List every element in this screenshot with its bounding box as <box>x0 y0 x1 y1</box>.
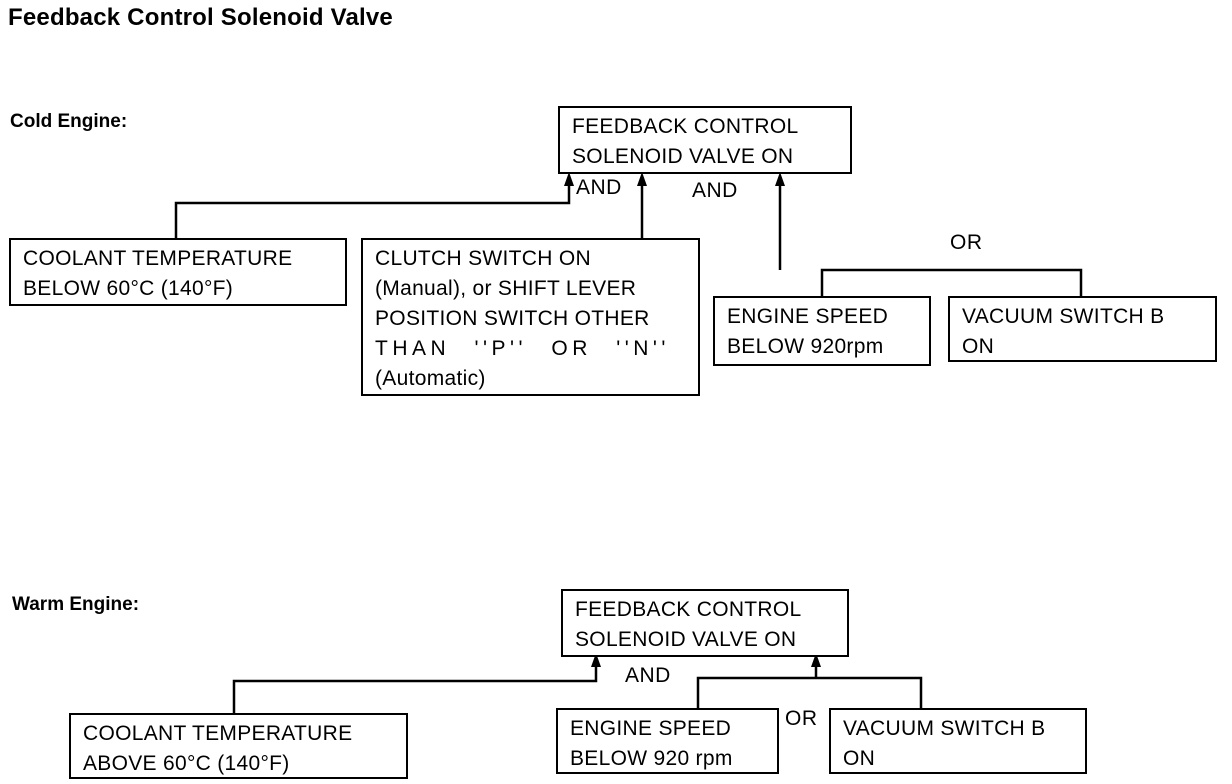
cold-engine-label: Cold Engine: <box>10 111 128 132</box>
cold-engine-speed-box: ENGINE SPEED BELOW 920rpm <box>713 296 931 366</box>
cold-coolant-line-2: BELOW 60°C (140°F) <box>23 277 234 300</box>
cold-clutch-line-4: THAN ''P'' OR ''N'' <box>375 337 670 360</box>
warm-engine-speed-line-1: ENGINE SPEED <box>570 717 732 740</box>
cold-target-line-2: SOLENOID VALVE ON <box>572 145 794 168</box>
cold-vacuum-line-2: ON <box>962 335 995 358</box>
warm-vacuum-box: VACUUM SWITCH B ON <box>829 708 1087 774</box>
cold-coolant-line-1: COOLANT TEMPERATURE <box>23 247 293 270</box>
warm-and-label: AND <box>625 664 671 687</box>
warm-engine-speed-box: ENGINE SPEED BELOW 920 rpm <box>556 708 779 774</box>
warm-or-label: OR <box>785 707 818 730</box>
warm-target-box: FEEDBACK CONTROL SOLENOID VALVE ON <box>561 589 849 657</box>
cold-target-line-1: FEEDBACK CONTROL <box>572 115 799 138</box>
cold-vacuum-box: VACUUM SWITCH B ON <box>948 296 1217 362</box>
warm-coolant-line-2: ABOVE 60°C (140°F) <box>83 752 290 775</box>
warm-target-line-2: SOLENOID VALVE ON <box>575 628 797 651</box>
cold-engine-speed-line-1: ENGINE SPEED <box>727 305 889 328</box>
warm-engine-speed-line-2: BELOW 920 rpm <box>570 747 733 770</box>
cold-coolant-box: COOLANT TEMPERATURE BELOW 60°C (140°F) <box>9 238 347 306</box>
cold-clutch-line-3: POSITION SWITCH OTHER <box>375 307 650 330</box>
warm-target-line-1: FEEDBACK CONTROL <box>575 598 802 621</box>
warm-vacuum-line-2: ON <box>843 747 876 770</box>
cold-and-label-1: AND <box>576 176 622 199</box>
cold-or-label: OR <box>950 231 983 254</box>
warm-vacuum-line-1: VACUUM SWITCH B <box>843 717 1046 740</box>
warm-coolant-box: COOLANT TEMPERATURE ABOVE 60°C (140°F) <box>69 713 408 779</box>
cold-target-box: FEEDBACK CONTROL SOLENOID VALVE ON <box>558 106 852 174</box>
cold-clutch-box: CLUTCH SWITCH ON (Manual), or SHIFT LEVE… <box>361 238 700 396</box>
cold-engine-speed-line-2: BELOW 920rpm <box>727 335 884 358</box>
cold-and-label-2: AND <box>692 179 738 202</box>
warm-coolant-line-1: COOLANT TEMPERATURE <box>83 722 353 745</box>
cold-clutch-line-2: (Manual), or SHIFT LEVER <box>375 277 637 300</box>
cold-clutch-line-5: (Automatic) <box>375 367 486 390</box>
cold-vacuum-line-1: VACUUM SWITCH B <box>962 305 1165 328</box>
warm-engine-label: Warm Engine: <box>12 594 140 615</box>
diagram-title: Feedback Control Solenoid Valve <box>8 4 393 31</box>
cold-clutch-line-1: CLUTCH SWITCH ON <box>375 247 591 270</box>
